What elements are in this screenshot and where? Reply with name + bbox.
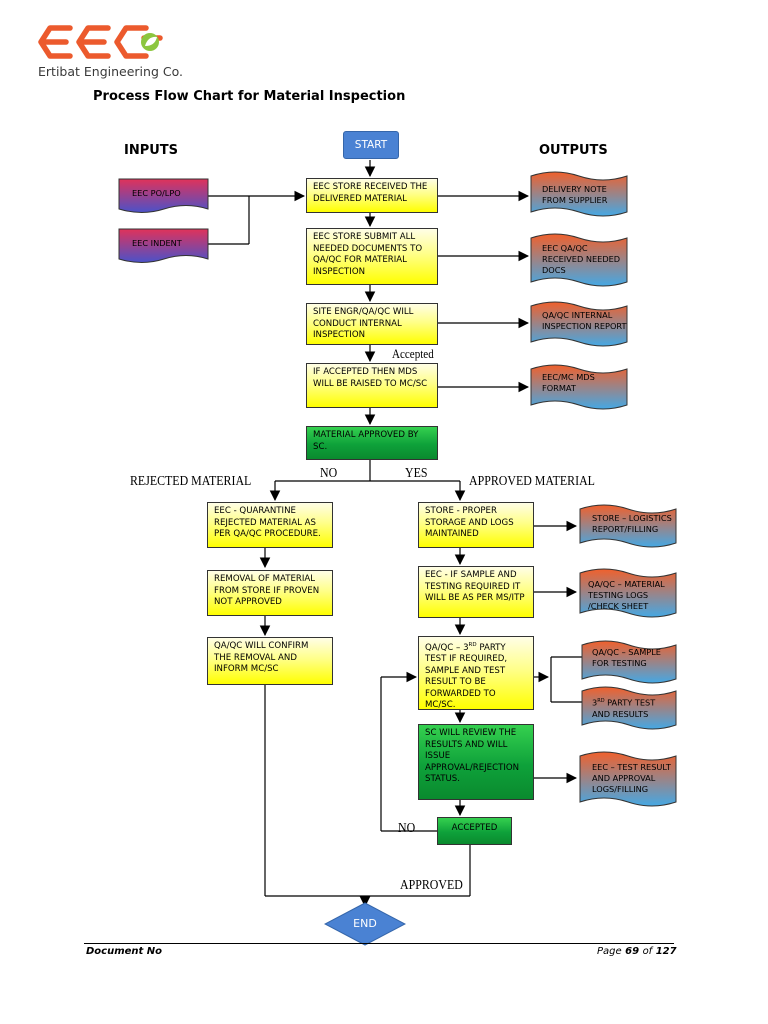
- output-doc-qaqc-docs: EEC QA/QC RECEIVED NEEDED DOCS: [542, 243, 621, 275]
- output-doc-testing-logs: QA/QC – MATERIAL TESTING LOGS /CHECK SHE…: [588, 579, 665, 611]
- step-third-party-test: QA/QC – 3RD PARTY TEST IF REQUIRED, SAMP…: [418, 636, 534, 710]
- output-doc-shape-2: [530, 233, 628, 287]
- output-doc-shape-5: [579, 504, 677, 548]
- output-doc-shape-8: [581, 686, 677, 730]
- label-approved: APPROVED: [400, 878, 463, 893]
- step-store-storage: STORE - PROPER STORAGE AND LOGS MAINTAIN…: [418, 502, 534, 548]
- step-quarantine: EEC - QUARANTINE REJECTED MATERIAL AS PE…: [207, 502, 333, 548]
- step-approved-by-sc: MATERIAL APPROVED BY SC.: [306, 426, 438, 460]
- output-doc-shape-1: [530, 171, 628, 217]
- company-logo: [38, 25, 163, 59]
- third-party-result-prefix: 3: [592, 697, 598, 708]
- output-doc-test-result-logs: EEC – TEST RESULT AND APPROVAL LOGS/FILL…: [592, 762, 671, 794]
- company-name: Ertibat Engineering Co.: [38, 64, 183, 79]
- output-doc-third-party: 3RD PARTY TEST AND RESULTS: [592, 696, 674, 720]
- input-doc-po-lpo-shape: [118, 178, 209, 213]
- output-doc-logistics: STORE – LOGISTICS REPORT/FILLING: [592, 513, 672, 534]
- input-doc-po-lpo: EEC PO/LPO: [132, 188, 181, 198]
- third-party-sup: RD: [468, 642, 477, 648]
- end-terminal: [324, 902, 406, 946]
- footer-document-no: Document No: [86, 946, 163, 957]
- third-party-result-rest: PARTY TEST AND RESULTS: [592, 697, 656, 719]
- step-store-received: EEC STORE RECEIVED THE DELIVERED MATERIA…: [306, 178, 438, 213]
- third-party-prefix: QA/QC – 3: [425, 642, 469, 653]
- step-mds-raised: IF ACCEPTED THEN MDS WILL BE RAISED TO M…: [306, 363, 438, 408]
- output-doc-shape-4: [530, 364, 628, 410]
- step-accepted: ACCEPTED: [437, 817, 512, 845]
- step-internal-inspection: SITE ENGR/QA/QC WILL CONDUCT INTERNAL IN…: [306, 303, 438, 345]
- output-doc-shape-9: [579, 751, 677, 807]
- output-doc-shape-6: [579, 568, 677, 618]
- footer-page-current: 69: [625, 946, 640, 957]
- output-doc-delivery-note: DELIVERY NOTE FROM SUPPLIER: [542, 184, 608, 205]
- output-doc-sample: QA/QC – SAMPLE FOR TESTING: [592, 647, 661, 668]
- footer-page-of: of: [642, 946, 653, 957]
- input-doc-indent-shape: [118, 228, 209, 263]
- outputs-heading: OUTPUTS: [539, 143, 608, 158]
- label-rejected-material: REJECTED MATERIAL: [130, 474, 252, 489]
- label-yes-top: YES: [405, 466, 428, 481]
- inputs-heading: INPUTS: [124, 143, 179, 158]
- output-doc-shape-7: [581, 640, 677, 684]
- label-approved-material: APPROVED MATERIAL: [469, 474, 595, 489]
- end-label: END: [353, 917, 377, 930]
- label-no-bottom: NO: [398, 821, 416, 836]
- output-doc-mds-format: EEC/MC MDS FORMAT: [542, 372, 595, 393]
- label-no-top: NO: [320, 466, 338, 481]
- third-party-result-sup: RD: [597, 698, 605, 704]
- step-sample-testing: EEC - IF SAMPLE AND TESTING REQUIRED IT …: [418, 566, 534, 618]
- footer-page-word: Page: [597, 946, 622, 957]
- footer-rule: [84, 943, 674, 944]
- step-removal: REMOVAL OF MATERIAL FROM STORE IF PROVEN…: [207, 570, 333, 616]
- input-doc-indent: EEC INDENT: [132, 238, 182, 248]
- third-party-rest: PARTY TEST IF REQUIRED, SAMPLE AND TEST …: [425, 642, 508, 710]
- page-title: Process Flow Chart for Material Inspecti…: [93, 89, 406, 104]
- output-doc-inspection-report: QA/QC INTERNAL INSPECTION REPORT: [542, 310, 627, 331]
- footer-page-number: Page 69 of 127: [597, 946, 677, 957]
- output-doc-shape-3: [530, 301, 628, 347]
- step-store-submit: EEC STORE SUBMIT ALL NEEDED DOCUMENTS TO…: [306, 228, 438, 285]
- step-sc-review: SC WILL REVIEW THE RESULTS AND WILL ISSU…: [418, 724, 534, 800]
- step-confirm-removal: QA/QC WILL CONFIRM THE REMOVAL AND INFOR…: [207, 637, 333, 685]
- label-accepted: Accepted: [392, 346, 434, 361]
- footer-page-total: 127: [655, 946, 677, 957]
- start-terminal: START: [343, 131, 399, 159]
